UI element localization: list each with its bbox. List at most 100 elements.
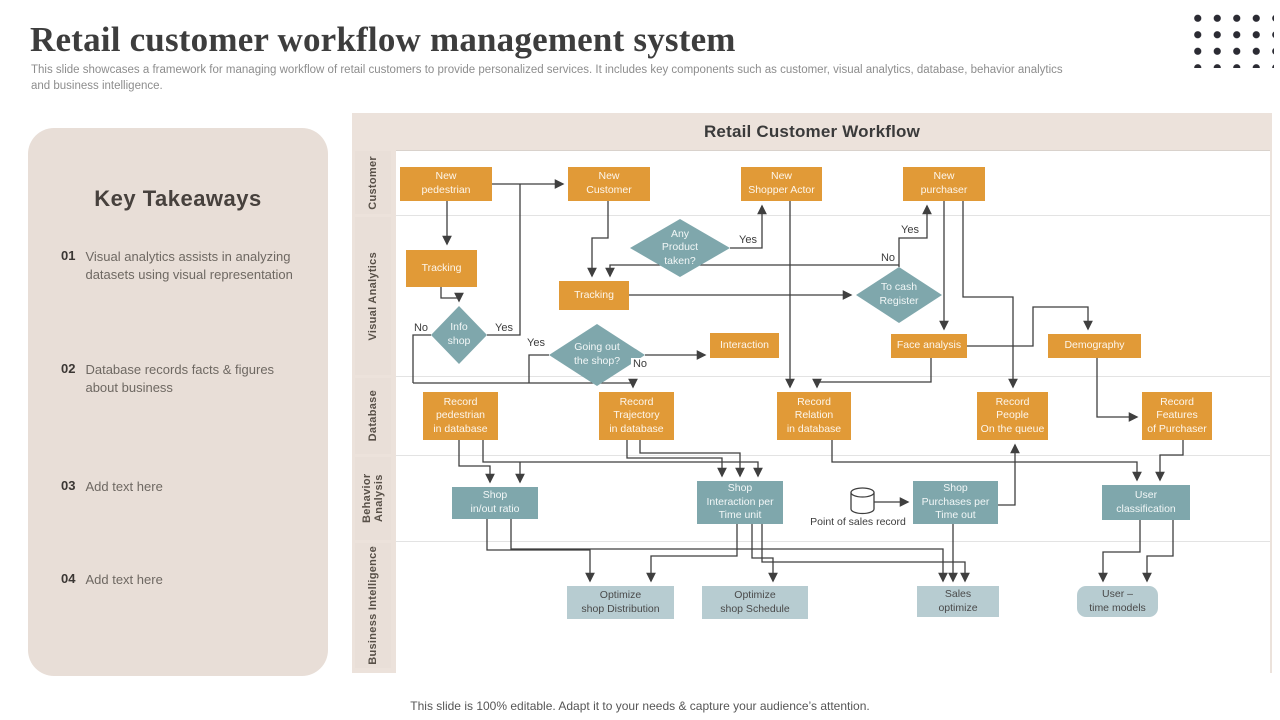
flow-node-label: Optimize: [599, 588, 642, 601]
flow-node-label: Tracking: [421, 261, 462, 274]
takeaway-number: 02: [61, 361, 76, 376]
footer-note: This slide is 100% editable. Adapt it to…: [410, 699, 870, 713]
flow-node-label: Record: [1160, 395, 1194, 408]
flow-node-label: Shopper Actor: [748, 184, 815, 196]
flow-node-label: User: [1134, 488, 1158, 501]
flow-node-label: Register: [879, 295, 919, 307]
flow-connectors: [412, 179, 1184, 583]
flow-node-label: Purchases per: [921, 495, 990, 508]
takeaway-text: Database records facts & figures about b…: [85, 362, 275, 395]
label-yes-info-shop: Yes: [493, 322, 515, 334]
takeaway-item-03: 03 Add text here: [61, 478, 309, 496]
flow-node-label: Trajectory: [613, 409, 660, 422]
flow-node-label: Time out: [935, 509, 976, 522]
flow-node-label: pedestrian: [421, 184, 471, 196]
flow-node-label: purchaser: [920, 184, 968, 196]
flow-node-label: shop: [447, 335, 471, 347]
flow-node-demography: Demography: [1048, 334, 1141, 358]
flow-node-label: Shop: [943, 482, 968, 495]
flow-node-label: To cash: [880, 281, 918, 294]
flow-node-label: New: [435, 170, 457, 183]
key-takeaways-panel: Key Takeaways 01 Visual analytics assists…: [28, 128, 328, 676]
lane-database: Database: [355, 378, 391, 454]
flow-node-label: Going out: [574, 341, 620, 354]
label-yes-cash-register: Yes: [899, 224, 921, 236]
dots-decoration: [1188, 10, 1274, 68]
flow-node-tracking-2: Tracking: [559, 281, 629, 310]
flow-node-label: Sales: [944, 587, 972, 600]
takeaway-number: 01: [61, 248, 76, 263]
flow-node-tracking-1: Tracking: [406, 250, 477, 287]
page-title: Retail customer workflow management syst…: [30, 20, 736, 59]
flow-node-interaction: Interaction: [710, 333, 779, 358]
flow-node-label: Shop: [482, 489, 508, 502]
flow-node-label: Time unit: [718, 509, 762, 522]
flow-node-label: Shop: [727, 482, 753, 495]
flow-node-label: Relation: [794, 409, 834, 422]
label-no-going-out: No: [630, 358, 650, 370]
takeaway-item-01: 01 Visual analytics assists in analyzing …: [61, 248, 309, 283]
flow-node-label: Face analysis: [896, 339, 962, 352]
flow-node-label: of Purchaser: [1147, 422, 1207, 435]
flow-node-label: New: [770, 170, 792, 183]
lane-customer: Customer: [355, 151, 391, 214]
flow-node-label: Optimize: [734, 588, 776, 601]
lane-divider: [396, 376, 1270, 377]
flow-node-label: Demography: [1064, 339, 1125, 352]
flow-node-label: On the queue: [980, 422, 1045, 435]
takeaway-item-02: 02 Database records facts & figures about…: [61, 361, 309, 396]
takeaway-text: Visual analytics assists in analyzing da…: [85, 249, 293, 282]
database-cylinder-icon: [850, 487, 875, 515]
label-no-cash-register: No: [878, 252, 898, 264]
flow-node-label: Interaction: [719, 338, 770, 351]
takeaway-number: 04: [61, 571, 76, 586]
flow-node-label: optimize: [938, 601, 978, 614]
lane-divider: [396, 215, 1270, 216]
flow-node-label: New: [933, 170, 955, 183]
lane-divider: [396, 455, 1270, 456]
label-yes-any-product: Yes: [737, 234, 759, 246]
flow-node-label: User –: [1102, 587, 1133, 600]
flow-node-label: Info: [450, 321, 468, 334]
flow-node-label: classification: [1116, 502, 1176, 515]
lane-business-intelligence: Business Intelligence: [355, 543, 391, 668]
takeaway-text: Add text here: [85, 479, 163, 494]
flow-node-label: in database: [433, 422, 488, 435]
flow-node-label: Any: [670, 227, 690, 240]
flow-node-label: in database: [609, 422, 664, 435]
flow-node-user-time-models: User –time models: [1077, 586, 1158, 617]
chart-title: Retail Customer Workflow: [703, 122, 921, 141]
lane-behavior-analysis: Behavior Analysis: [355, 457, 391, 540]
flow-node-label: Tracking: [574, 288, 614, 301]
lane-divider: [396, 541, 1270, 542]
flow-node-label: the shop?: [573, 355, 621, 367]
flow-node-label: New: [598, 170, 620, 183]
flow-node-label: People: [996, 409, 1029, 422]
flow-node-label: Features: [1156, 409, 1198, 422]
flow-node-label: Record: [797, 395, 831, 408]
takeaway-number: 03: [61, 478, 76, 493]
flow-node-label: pedestrian: [435, 409, 486, 422]
key-takeaways-heading: Key Takeaways: [94, 186, 262, 211]
flow-node-label: shop Schedule: [720, 602, 790, 615]
label-yes-going-out: Yes: [525, 337, 547, 349]
flow-node-label: in/out ratio: [470, 503, 520, 515]
